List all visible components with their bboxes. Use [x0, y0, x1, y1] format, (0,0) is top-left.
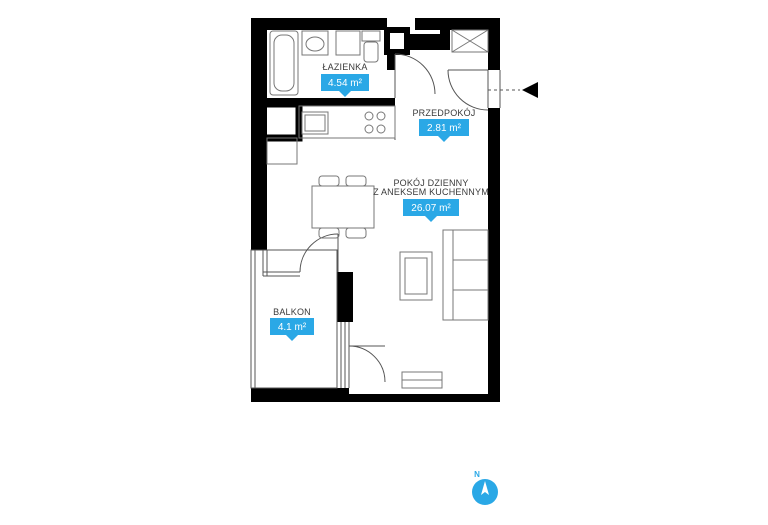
washing-machine	[335, 30, 361, 56]
kitchen-fixtures	[266, 105, 396, 165]
room-labels: ŁAZIENKA 4.54 m² PRZEDPOKÓJ 2.81 m² POKÓJ DZ…	[270, 62, 489, 341]
thin-lines	[250, 70, 501, 389]
area-badge-pointer	[438, 136, 450, 142]
room-name: BALKON	[273, 307, 311, 317]
dining-table	[311, 185, 375, 229]
fridge	[266, 137, 298, 165]
bathtub	[269, 30, 299, 96]
coffee-table	[399, 251, 433, 301]
room-area: 26.07 m²	[411, 203, 451, 214]
area-badge	[403, 199, 459, 216]
room-label-przedpokoj: PRZEDPOKÓJ 2.81 m²	[412, 108, 475, 142]
living-furniture	[311, 175, 489, 389]
room-name: ŁAZIENKA	[322, 62, 367, 72]
compass-icon: N	[472, 470, 498, 505]
area-badge-pointer	[286, 335, 298, 341]
toilet	[363, 41, 379, 63]
bathroom-fixtures	[269, 29, 489, 96]
area-badge	[419, 119, 469, 136]
sink	[301, 30, 329, 56]
area-badge	[270, 318, 314, 335]
room-area: 2.81 m²	[427, 123, 462, 134]
sofa	[442, 229, 489, 321]
room-name: PRZEDPOKÓJ	[412, 108, 475, 118]
room-name: POKÓJ DZIENNY	[393, 178, 468, 188]
doors	[394, 53, 520, 111]
room-label-balkon: BALKON 4.1 m²	[270, 307, 314, 341]
room-label-lazienka: ŁAZIENKA 4.54 m²	[321, 62, 369, 97]
walls	[251, 18, 500, 402]
kitchen-counter	[298, 105, 396, 139]
entrance-arrow-icon	[522, 82, 538, 98]
room-area: 4.54 m²	[328, 78, 363, 89]
room-area: 4.1 m²	[278, 322, 307, 333]
area-badge	[321, 74, 369, 91]
room-name: Z ANEKSEM KUCHENNYM	[373, 187, 489, 197]
area-badge-pointer	[339, 91, 351, 97]
compass-label: N	[474, 470, 480, 479]
area-badge-pointer	[425, 216, 437, 222]
